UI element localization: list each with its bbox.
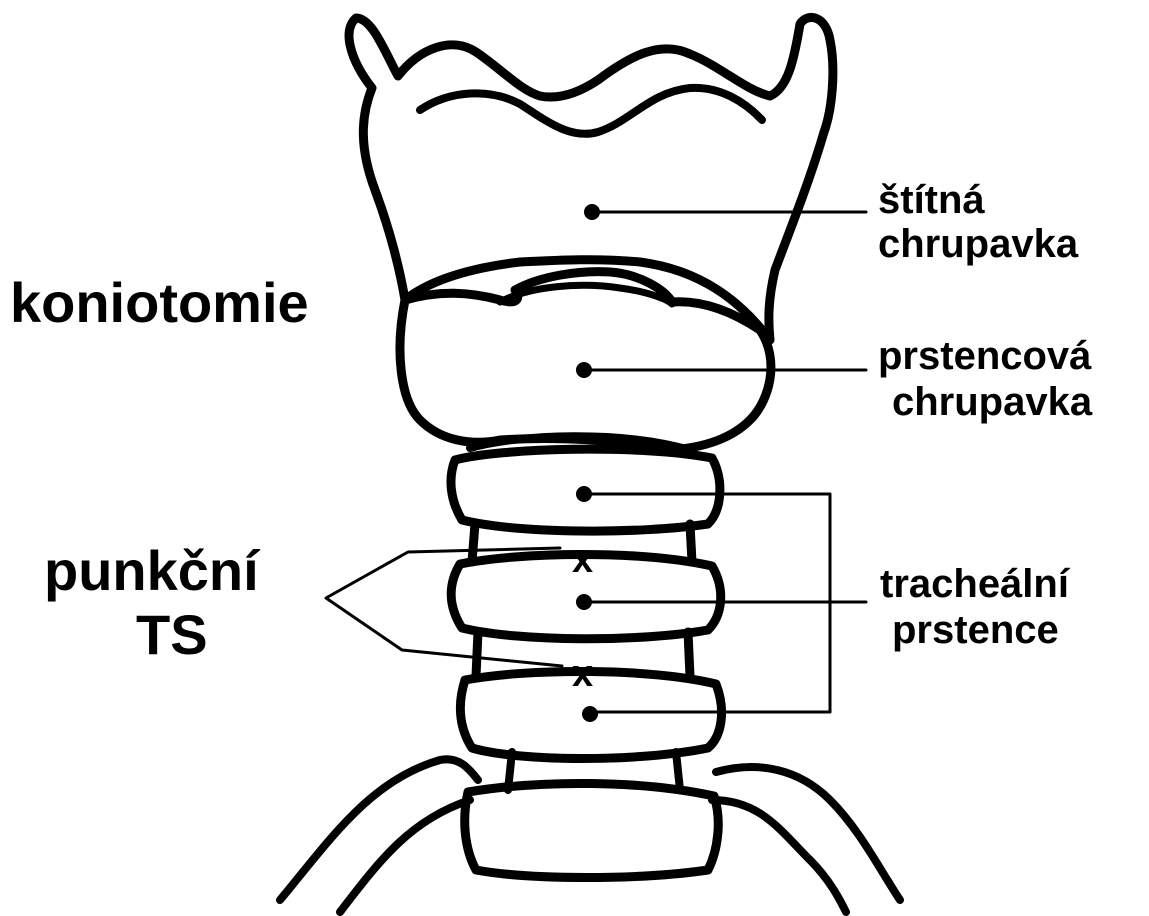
thyroid-notch-line xyxy=(420,88,762,134)
koniotomie-label: koniotomie xyxy=(10,272,309,334)
tracheal-label-line-1: tracheální xyxy=(880,562,1069,606)
puncture-label-line-2: TS xyxy=(136,604,208,666)
puncture-pointer xyxy=(326,548,562,666)
ring-3-dot xyxy=(582,706,598,722)
tracheal-label-line-2: prstence xyxy=(892,608,1059,652)
puncture-marker-2: x xyxy=(572,653,593,695)
thyroid-label-line-2: chrupavka xyxy=(878,222,1078,266)
cricoid-cartilage xyxy=(400,272,771,450)
clavicle-left xyxy=(280,759,478,912)
thyroid-label-line-1: štítná xyxy=(878,178,985,222)
puncture-label-line-1: punkční xyxy=(44,540,259,602)
clavicle-right xyxy=(712,767,900,912)
cricoid-label-line-1: prstencová xyxy=(878,334,1091,378)
cricoid-label-line-2: chrupavka xyxy=(892,380,1092,424)
tracheal-ring-4 xyxy=(465,783,719,877)
puncture-marker-1: x xyxy=(572,539,593,581)
